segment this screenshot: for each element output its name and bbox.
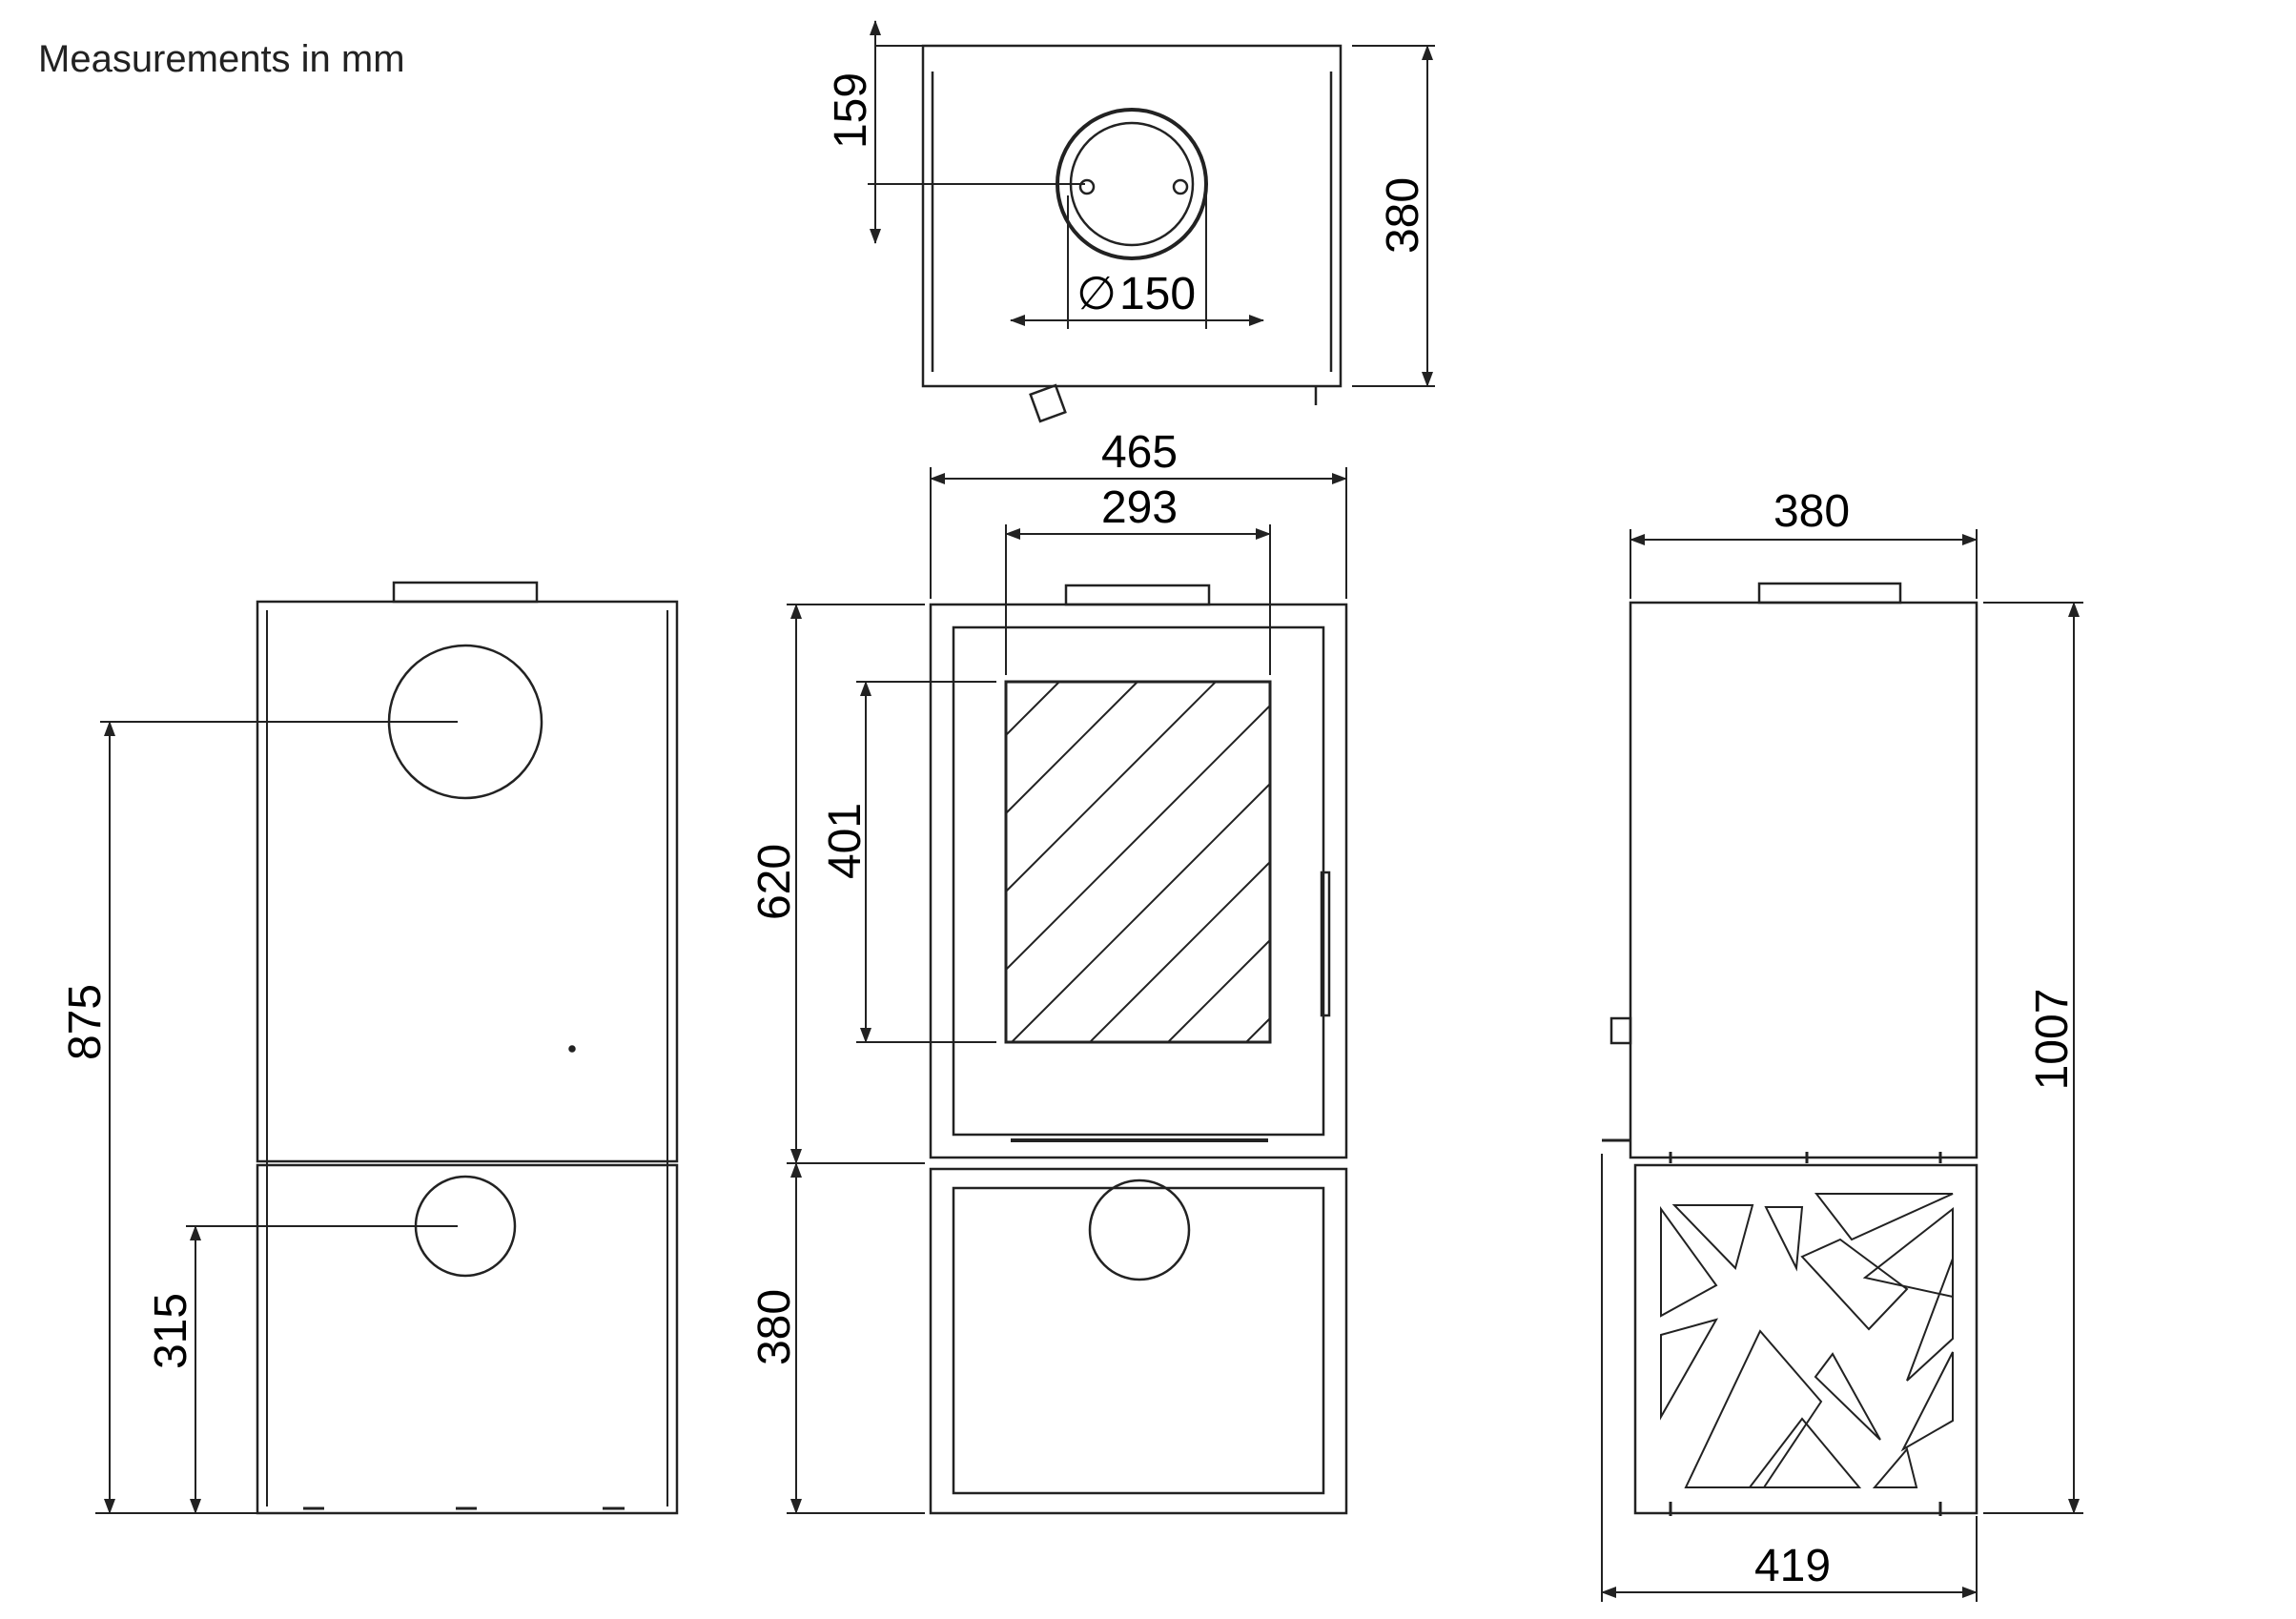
dim-top-depth: 380 (1378, 177, 1428, 254)
side-air-bracket (1609, 1016, 1632, 1045)
rear-fixing-dot (568, 1045, 576, 1053)
rear-view-flue-cap (392, 581, 539, 604)
dim-overall-width: 465 (1101, 427, 1178, 478)
glass-hatching (1005, 681, 1271, 1043)
dim-rear-flue-height: 875 (60, 984, 111, 1060)
door-handle (1320, 871, 1331, 1017)
dim-body-height: 620 (749, 844, 800, 920)
diameter-symbol: ∅ (1076, 269, 1117, 319)
flue-screw-left (1078, 178, 1096, 195)
dim-flue-offset: 159 (826, 72, 876, 149)
dim-glass-width: 293 (1101, 482, 1178, 533)
front-view-body (929, 603, 1348, 1159)
dim-flue-diameter: 150 (1119, 269, 1196, 319)
page-title: Measurements in mm (38, 38, 405, 80)
dim-overall-height: 1007 (2027, 989, 2078, 1091)
air-control-lever (1029, 383, 1067, 423)
base-lattice-cutouts (1660, 1193, 1954, 1488)
front-view (787, 467, 1348, 1515)
flue-screw-right (1172, 178, 1189, 195)
top-view (868, 20, 1435, 423)
dim-glass-height: 401 (820, 803, 871, 879)
front-door-frame (952, 625, 1325, 1137)
rear-view-body (256, 600, 679, 1163)
side-view (1601, 529, 2083, 1602)
side-view-base (1633, 1163, 1978, 1515)
dim-side-depth: 380 (1773, 486, 1850, 537)
top-view-outline (921, 44, 1343, 388)
side-view-body (1629, 601, 1978, 1159)
front-view-flue-cap (1064, 584, 1211, 606)
front-base-outlet (1088, 1178, 1191, 1281)
dim-lower-outlet-height: 315 (146, 1293, 196, 1369)
rear-view-base (256, 1163, 679, 1515)
front-base-opening (952, 1186, 1325, 1495)
dim-base-depth: 419 (1754, 1541, 1831, 1591)
dim-base-height: 380 (749, 1289, 800, 1365)
rear-view (95, 581, 679, 1515)
side-view-flue-cap (1757, 582, 1902, 605)
front-door-glass (1004, 680, 1272, 1044)
front-view-base (929, 1167, 1348, 1515)
